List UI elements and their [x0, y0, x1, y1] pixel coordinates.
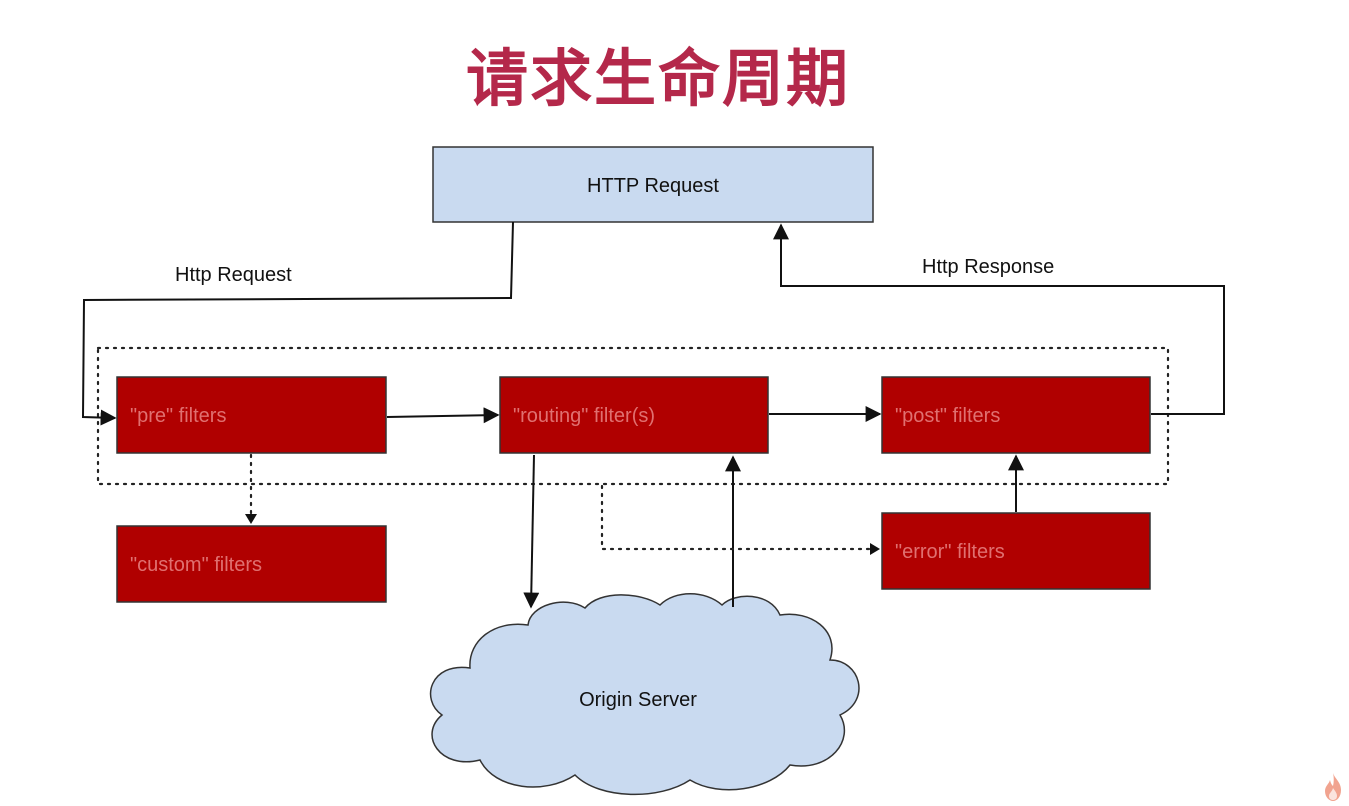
- custom-filters-label: "custom" filters: [130, 554, 262, 576]
- http-response-edge-label: Http Response: [922, 256, 1054, 278]
- custom-filters-node: "custom" filters: [116, 525, 387, 603]
- error-filters-label: "error" filters: [895, 541, 1005, 563]
- pre-filters-node: "pre" filters: [116, 376, 387, 454]
- page-title: 请求生命周期: [465, 42, 850, 115]
- post-filters-label: "post" filters: [895, 405, 1000, 427]
- routing-filters-label: "routing" filter(s): [513, 405, 655, 427]
- pipeline-to-error-arrowhead: [870, 543, 880, 555]
- pipeline-to-error-dotted-line: [600, 484, 872, 551]
- flame-icon: [1325, 773, 1341, 801]
- post-filters-node: "post" filters: [881, 376, 1151, 454]
- error-filters-node: "error" filters: [881, 512, 1151, 590]
- filter-pipeline-boundary: [96, 346, 1170, 486]
- origin-server-label: Origin Server: [579, 689, 697, 711]
- http-request-edge: [81, 221, 514, 426]
- http-request-edge-label: Http Request: [175, 264, 292, 286]
- pre-filters-label: "pre" filters: [130, 405, 226, 427]
- http-request-node: HTTP Request: [432, 146, 874, 223]
- pre-to-custom-arrowhead: [245, 514, 257, 524]
- routing-to-origin-arrow: [523, 454, 540, 609]
- http-response-edge: [773, 223, 1225, 415]
- routing-filters-node: "routing" filter(s): [499, 376, 769, 454]
- http-request-node-label: HTTP Request: [587, 175, 719, 197]
- pre-to-routing-arrow: [386, 407, 500, 424]
- origin-server-node: Origin Server: [429, 593, 860, 796]
